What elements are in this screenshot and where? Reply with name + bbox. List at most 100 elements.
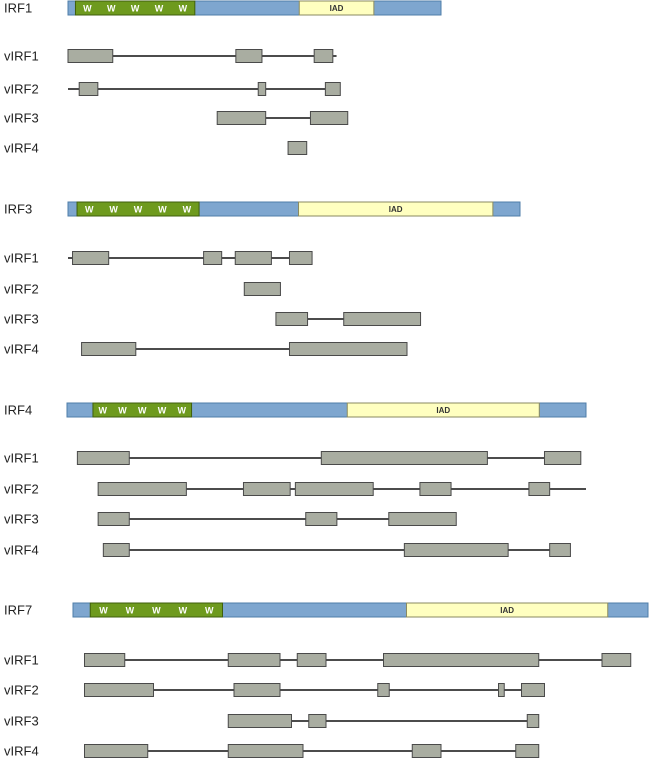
aligned-segment	[324, 82, 341, 96]
aligned-segment	[419, 482, 452, 496]
track-row: vIRF1	[4, 653, 632, 668]
aligned-segment	[76, 451, 130, 465]
aligned-segment	[383, 653, 540, 667]
track-label: vIRF2	[4, 683, 39, 698]
track-row: vIRF2	[4, 482, 586, 497]
tryptophan-repeat-label: W	[99, 406, 108, 416]
dna-binding-domain	[74, 0, 196, 16]
track-row: vIRF4	[4, 543, 571, 558]
track-row: vIRF4	[4, 141, 308, 156]
aligned-segment	[515, 744, 540, 758]
tryptophan-repeat-label: W	[83, 4, 92, 14]
aligned-segment	[526, 714, 540, 728]
iad-domain	[298, 201, 494, 217]
aligned-segment	[227, 714, 292, 728]
aligned-segment	[343, 312, 422, 326]
aligned-segment	[288, 342, 408, 356]
aligned-segment	[601, 653, 632, 667]
reference-label: IRF7	[4, 603, 32, 618]
aligned-segment	[67, 49, 114, 63]
aligned-segment	[235, 49, 263, 63]
track-label: vIRF3	[4, 714, 39, 729]
tryptophan-repeat-label: W	[155, 4, 164, 14]
aligned-segment	[287, 141, 308, 155]
track-row: vIRF2	[4, 282, 281, 297]
tryptophan-repeat-label: W	[131, 4, 140, 14]
aligned-segment	[72, 251, 110, 265]
aligned-segment	[294, 482, 374, 496]
tryptophan-repeat-label: W	[85, 205, 94, 215]
track-row: vIRF1	[4, 251, 313, 266]
aligned-segment	[257, 82, 267, 96]
track-row: vIRF4	[4, 342, 408, 357]
track-row: vIRF4	[4, 744, 540, 759]
tryptophan-repeat-label: W	[158, 406, 167, 416]
reference-label: IRF3	[4, 202, 32, 217]
aligned-segment	[97, 512, 130, 526]
track-row: vIRF3	[4, 714, 540, 729]
aligned-segment	[498, 683, 505, 697]
tryptophan-repeat-label: W	[179, 606, 188, 616]
aligned-segment	[243, 282, 281, 296]
iad-domain	[346, 402, 540, 418]
track-label: vIRF3	[4, 111, 39, 126]
aligned-segment	[320, 451, 488, 465]
aligned-segment	[543, 451, 582, 465]
iad-domain	[298, 0, 375, 16]
track-row: vIRF1	[4, 451, 582, 466]
reference-label: IRF1	[4, 1, 32, 16]
aligned-segment	[411, 744, 442, 758]
aligned-segment	[97, 482, 187, 496]
aligned-segment	[203, 251, 223, 265]
aligned-segment	[84, 683, 154, 697]
tryptophan-repeat-label: W	[99, 606, 108, 616]
track-row: vIRF2	[4, 683, 545, 698]
dna-binding-domain	[89, 602, 223, 618]
aligned-segment	[227, 744, 304, 758]
iad-label: IAD	[500, 606, 514, 615]
tryptophan-repeat-label: W	[107, 4, 116, 14]
track-label: vIRF1	[4, 451, 39, 466]
tryptophan-repeat-label: W	[138, 406, 147, 416]
aligned-segment	[102, 543, 130, 557]
tryptophan-repeat-label: W	[183, 205, 192, 215]
track-label: vIRF4	[4, 141, 39, 156]
tryptophan-repeat-label: W	[109, 205, 118, 215]
aligned-segment	[308, 714, 327, 728]
aligned-segment	[227, 653, 281, 667]
aligned-segment	[377, 683, 390, 697]
tryptophan-repeat-label: W	[205, 606, 214, 616]
track-row: vIRF3	[4, 512, 457, 527]
aligned-segment	[233, 683, 281, 697]
iad-label: IAD	[436, 406, 450, 415]
tryptophan-repeat-label: W	[158, 205, 167, 215]
aligned-segment	[78, 82, 99, 96]
dna-binding-domain	[92, 402, 193, 418]
aligned-segment	[521, 683, 545, 697]
tryptophan-repeat-label: W	[126, 606, 135, 616]
track-row: vIRF3	[4, 312, 422, 327]
aligned-segment	[216, 111, 267, 125]
aligned-segment	[403, 543, 509, 557]
aligned-segment	[81, 342, 137, 356]
aligned-segment	[388, 512, 457, 526]
track-label: vIRF2	[4, 82, 39, 97]
aligned-segment	[234, 251, 272, 265]
aligned-segment	[275, 312, 309, 326]
track-row: vIRF3	[4, 111, 349, 126]
aligned-segment	[288, 251, 313, 265]
aligned-segment	[528, 482, 551, 496]
tryptophan-repeat-label: W	[179, 4, 188, 14]
track-label: vIRF1	[4, 251, 39, 266]
aligned-segment	[84, 653, 126, 667]
aligned-segment	[309, 111, 349, 125]
aligned-segment	[305, 512, 338, 526]
aligned-segment	[84, 744, 149, 758]
iad-domain	[406, 602, 609, 618]
tryptophan-repeat-label: W	[118, 406, 127, 416]
